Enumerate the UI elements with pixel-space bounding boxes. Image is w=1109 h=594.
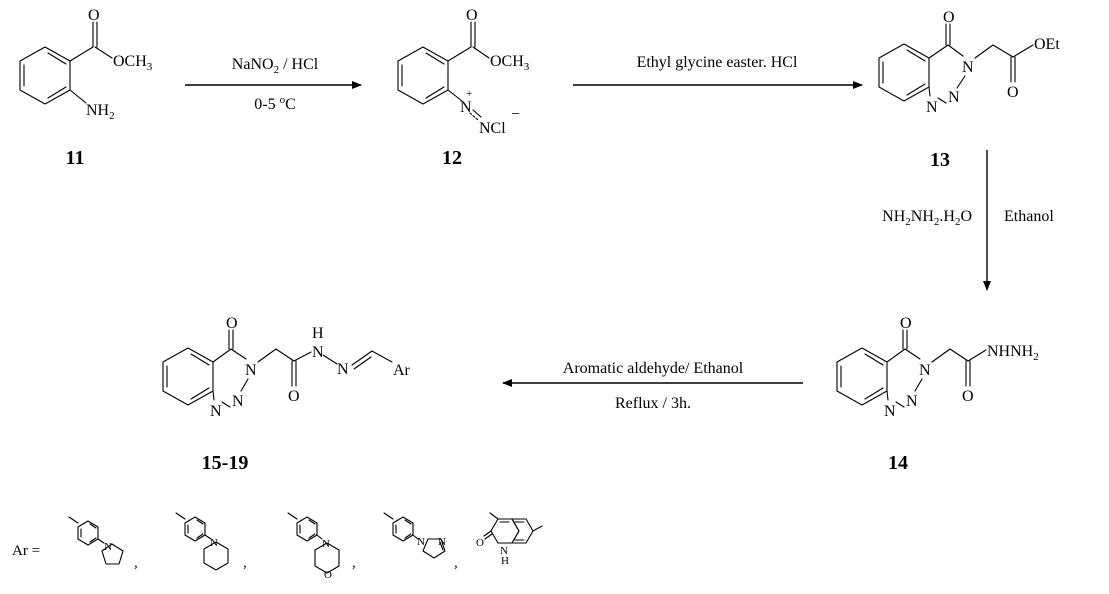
- step4-reagent: Aromatic aldehyde/ Ethanol: [563, 360, 744, 377]
- ar-separator-2: ,: [243, 555, 247, 571]
- ar5-h: H: [501, 555, 509, 567]
- ar-separator-4: ,: [454, 555, 458, 571]
- c12-och3: OCH3: [490, 53, 530, 73]
- c13-oet: OEt: [1034, 36, 1060, 53]
- c11-carbonyl-o: O: [88, 7, 100, 24]
- step3-solvent: Ethanol: [1004, 208, 1054, 225]
- c15-hydrazide-h: H: [312, 325, 324, 342]
- compound-11-label: 11: [66, 147, 85, 169]
- ar-piperidinylphenyl: N: [175, 512, 229, 571]
- c15-imine-n: N: [337, 361, 349, 378]
- step1-condition: 0-5 oC: [254, 94, 296, 113]
- ar2-n: N: [210, 537, 218, 549]
- ar-pyrrolidinylphenyl: N: [68, 516, 124, 565]
- ar-methylquinolinone: O N H: [476, 512, 543, 567]
- step4-condition: Reflux / 3h.: [615, 395, 691, 412]
- c11-och3: OCH3: [113, 53, 153, 73]
- c12-n-plus: N: [460, 99, 472, 116]
- c15-amide-o: O: [288, 388, 300, 405]
- ar-separator-1: ,: [134, 555, 138, 571]
- compound-15-19-structure: O N N N O H N N Ar: [162, 315, 411, 420]
- c12-carbonyl-o: O: [466, 7, 478, 24]
- c11-nh2: NH2: [86, 102, 115, 122]
- c15-hydrazide-nh: N: [312, 344, 324, 361]
- c15-carbonyl-o: O: [226, 315, 238, 332]
- step3-reagent: NH2NH2.H2O: [882, 208, 972, 228]
- compound-14-label: 14: [888, 452, 908, 474]
- c15-n2: N: [232, 393, 244, 410]
- c15-n1: N: [210, 403, 222, 420]
- ar5-n: N: [500, 545, 508, 557]
- compound-15-19-label: 15-19: [202, 452, 249, 474]
- c13-n2: N: [948, 89, 960, 106]
- c15-ar-group: Ar: [393, 362, 411, 379]
- ar4-n2: N: [438, 536, 446, 548]
- ar-morpholinylphenyl: N O: [287, 512, 340, 581]
- compound-14-structure: O N N N O NHNH2: [836, 315, 1039, 420]
- c12-plus-charge: +: [466, 88, 472, 100]
- c14-nhnh2: NHNH2: [987, 343, 1039, 363]
- c14-n2: N: [906, 393, 918, 410]
- ar5-o: O: [476, 537, 484, 549]
- c12-minus-charge: −: [511, 106, 520, 123]
- ar1-n: N: [104, 541, 112, 553]
- compound-12-label: 12: [442, 147, 462, 169]
- step2-reagent: Ethyl glycine easter. HCl: [637, 54, 798, 71]
- c14-n1: N: [884, 403, 896, 420]
- c12-ncl: NCl: [479, 120, 506, 137]
- c14-carbonyl-o: O: [900, 315, 912, 332]
- c14-n3: N: [919, 362, 931, 379]
- c15-n3: N: [245, 362, 257, 379]
- compound-12-structure: O OCH3 N + NCl −: [397, 7, 530, 137]
- step1-reagent: NaNO2 / HCl: [232, 56, 319, 76]
- c13-carbonyl-o: O: [943, 9, 955, 26]
- c14-amide-o: O: [962, 388, 974, 405]
- compound-13-label: 13: [930, 149, 950, 171]
- c13-n1: N: [926, 99, 938, 116]
- compound-11-structure: O OCH3 NH2: [19, 7, 153, 122]
- compound-13-structure: O N N N O OEt: [878, 9, 1060, 116]
- ar-legend-label: Ar =: [12, 543, 40, 559]
- ar3-o: O: [324, 569, 332, 581]
- c13-n3: N: [962, 59, 974, 76]
- ar3-n: N: [322, 538, 330, 550]
- ar-separator-3: ,: [352, 555, 356, 571]
- c13-ester-o: O: [1007, 84, 1019, 101]
- ar4-n1: N: [417, 536, 425, 548]
- ar-dihydropyrazolylphenyl: N N: [383, 512, 446, 559]
